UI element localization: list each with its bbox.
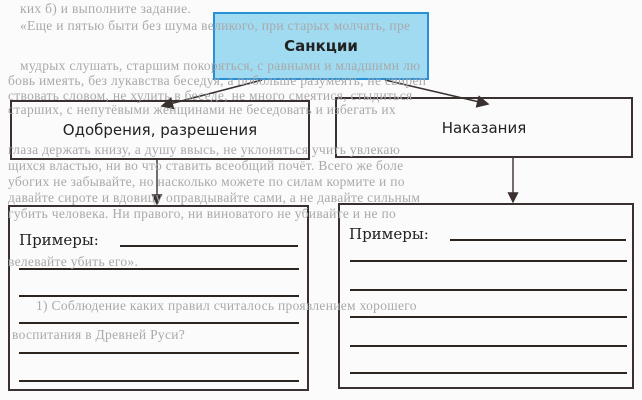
examples-label-right: Примеры: [349,225,429,243]
answer-line[interactable] [350,316,627,318]
answer-line[interactable] [350,289,627,291]
node-approvals-label: Одобрения, разрешения [62,121,258,139]
answer-line[interactable] [19,295,299,297]
node-punishments-label: Наказания [441,118,527,137]
root-node-sanctions: Санкции [213,12,429,80]
arrow-to-approvals [160,79,263,110]
examples-label-left: Примеры: [19,231,99,249]
answer-line[interactable] [19,268,299,270]
arrow-to-punishments [384,79,490,108]
answer-line[interactable] [350,260,627,262]
examples-box-right: Примеры: [338,203,634,389]
node-approvals: Одобрения, разрешения [10,100,310,160]
answer-line[interactable] [19,380,299,382]
answer-line[interactable] [350,345,627,347]
answer-line[interactable] [19,322,299,324]
answer-line[interactable] [350,372,627,374]
answer-line[interactable] [19,352,299,354]
examples-box-left: Примеры: [8,205,309,391]
answer-line[interactable] [450,239,626,241]
answer-line[interactable] [120,245,298,247]
